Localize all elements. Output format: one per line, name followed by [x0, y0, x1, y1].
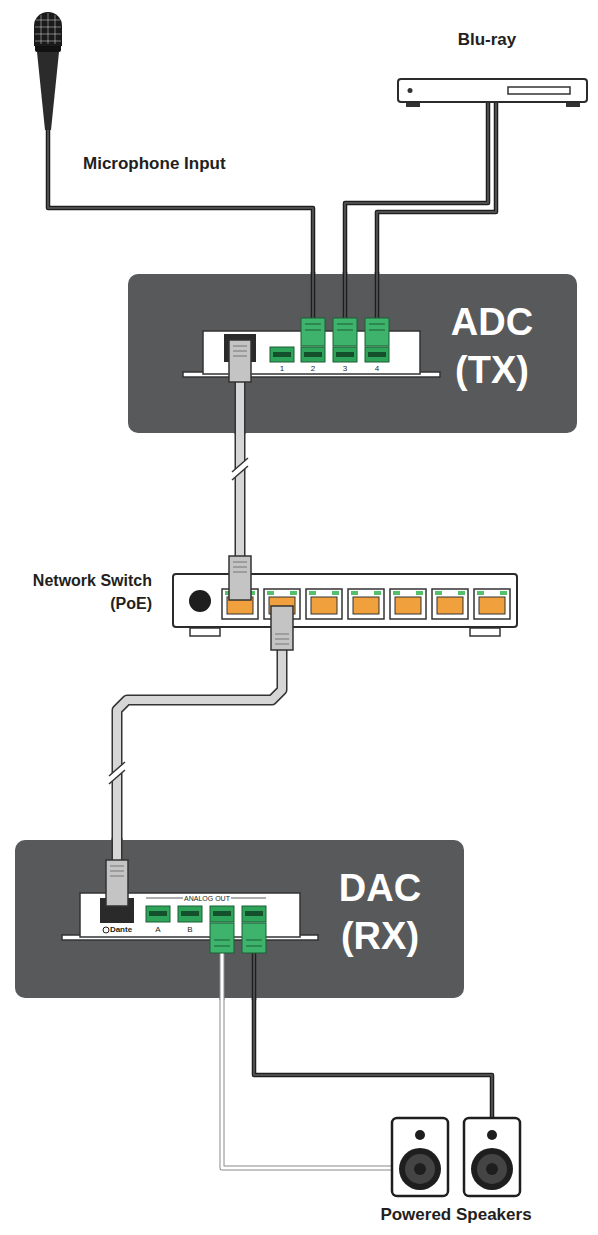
- cable-break-mark: [109, 762, 125, 784]
- speaker-icon: [414, 1163, 426, 1175]
- cable-path: [222, 998, 391, 1168]
- cable-path: [48, 130, 313, 274]
- microphone-node: Microphone Input: [30, 10, 66, 130]
- cable-connector: [48, 130, 313, 274]
- cable-break-mark: [232, 458, 248, 480]
- cable-path: [236, 433, 244, 573]
- speaker-icon: [392, 1118, 448, 1196]
- microphone-icon: [34, 12, 62, 130]
- speaker-icon: [471, 1148, 513, 1190]
- cable-break-mark: [232, 458, 248, 480]
- cable-path: [222, 998, 391, 1168]
- microphone-icon: [35, 44, 61, 52]
- speaker-icon: [399, 1148, 441, 1190]
- panel-title: DAC (RX): [325, 864, 435, 960]
- cable-path: [48, 130, 313, 274]
- bluray-feet: [406, 103, 420, 107]
- speaker-icon: [464, 1118, 520, 1196]
- panel-title: ADC (TX): [437, 298, 547, 394]
- cable-path: [235, 433, 246, 573]
- rj45-plug: [275, 634, 289, 644]
- cable-path: [345, 103, 488, 274]
- bluray-player: Blu-ray: [397, 78, 588, 103]
- bluray-feet: [566, 103, 580, 107]
- microphone-icon: [34, 12, 62, 46]
- cable-connector: [240, 433, 241, 573]
- microphone-icon: [37, 52, 59, 130]
- cable-connector: [117, 628, 282, 840]
- device-label: Blu-ray: [458, 30, 517, 50]
- speaker-icon: [405, 1154, 435, 1184]
- switch-feet: [190, 628, 220, 636]
- adc-panel: ADC (TX): [128, 274, 577, 433]
- switch-feet: [190, 628, 500, 636]
- network-switch: Network Switch (PoE): [172, 573, 518, 628]
- switch-feet: [470, 628, 500, 636]
- cable-connector: [254, 998, 492, 1117]
- speaker-icon: [415, 1130, 425, 1140]
- device-label: Microphone Input: [83, 154, 226, 174]
- cable-path: [377, 103, 496, 274]
- device-label: Network Switch (PoE): [22, 569, 152, 615]
- bluray-feet: [406, 103, 580, 107]
- cable-connector: [345, 103, 488, 274]
- cable-path: [254, 998, 492, 1117]
- speaker-icon: [477, 1154, 507, 1184]
- microphone-icon: [35, 13, 61, 44]
- speaker-icon: [392, 1118, 520, 1196]
- device-label: Powered Speakers: [380, 1205, 531, 1225]
- speaker-icon: [487, 1130, 497, 1140]
- cable-connector: [222, 998, 391, 1168]
- speaker-icon: [486, 1163, 498, 1175]
- cable-path: [117, 628, 282, 840]
- speakers-node: Powered Speakers: [391, 1117, 522, 1197]
- cable-path: [377, 103, 496, 274]
- cable-path: [254, 998, 492, 1117]
- cable-connector: [377, 103, 496, 274]
- rj45-plug: [233, 562, 247, 572]
- cable-path: [117, 628, 282, 840]
- dac-panel: DAC (RX): [15, 840, 464, 998]
- cable-path: [345, 103, 488, 274]
- cable-break-mark: [109, 762, 125, 784]
